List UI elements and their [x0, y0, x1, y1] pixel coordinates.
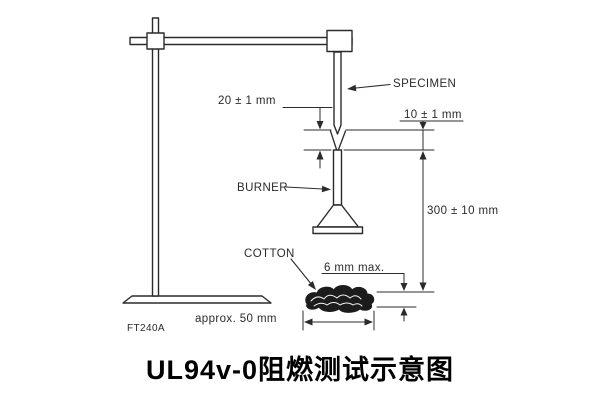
dim50-arrowhead-left: [304, 318, 313, 326]
specimen-leader-line: [355, 83, 391, 89]
burner-leader-line: [285, 186, 324, 190]
stand-pole: [151, 17, 160, 297]
dim20-text: 20 ± 1 mm: [218, 95, 276, 107]
specimen-callout: SPECIMEN: [347, 78, 456, 92]
cotton-label: COTTON: [244, 248, 295, 260]
burner-tube: [332, 149, 343, 206]
specimen-leader-arrowhead: [347, 84, 357, 92]
flame-right-edge: [337, 130, 347, 151]
dim50-text: approx. 50 mm: [195, 313, 277, 325]
burner-label: BURNER: [237, 182, 288, 194]
cotton-texture-2: [313, 302, 363, 307]
diagram-svg: SPECIMEN BURNER COTTON 20 ± 1 mm: [122, 17, 498, 334]
dim20-arrowhead-down: [316, 121, 324, 130]
cotton-mass: [305, 285, 375, 313]
dim300-arrowhead-down: [419, 282, 427, 291]
dimension-10mm: 10 ± 1 mm: [345, 109, 464, 151]
dimension-6mm: 6 mm max.: [321, 262, 417, 322]
flame-left-edge: [329, 130, 338, 151]
burner-leader-arrowhead: [321, 185, 331, 193]
figure-code-label: FT240A: [127, 323, 165, 334]
specimen-clamp: [326, 29, 353, 53]
stand-base: [122, 295, 272, 304]
dimension-20mm: 20 ± 1 mm: [218, 95, 333, 169]
dimension-300mm: 300 ± 10 mm: [343, 149, 498, 293]
burner-base: [312, 226, 364, 235]
specimen-label: SPECIMEN: [393, 78, 456, 90]
pole-clamp: [146, 32, 165, 50]
cotton-leader-line: [290, 258, 313, 286]
dim10-arrowhead-down: [419, 122, 427, 130]
dim6-arrowhead-down: [400, 283, 408, 291]
dim20-arrowhead-up: [316, 150, 324, 160]
cotton-texture-1: [310, 294, 362, 302]
burner-cone: [316, 204, 360, 228]
dim10-text: 10 ± 1 mm: [404, 109, 462, 121]
specimen-bar: [333, 51, 342, 135]
specimen-shape: [333, 51, 342, 135]
cotton-callout: COTTON: [244, 248, 316, 290]
cotton-blob: [305, 285, 375, 313]
dim6-text: 6 mm max.: [324, 262, 384, 274]
cotton-leader-arrowhead: [307, 281, 316, 290]
ring-stand: [122, 17, 353, 304]
page-title: UL94v-0阻燃测试示意图: [145, 355, 455, 385]
flame: [329, 130, 347, 151]
burner: [312, 149, 364, 235]
dim6-arrowhead-up: [400, 307, 408, 316]
dimension-50mm: approx. 50 mm: [195, 310, 375, 331]
dim50-arrowhead-right: [364, 318, 373, 326]
dim300-arrowhead-up: [419, 151, 427, 160]
dim300-text: 300 ± 10 mm: [427, 205, 498, 217]
burner-callout: BURNER: [237, 182, 331, 194]
